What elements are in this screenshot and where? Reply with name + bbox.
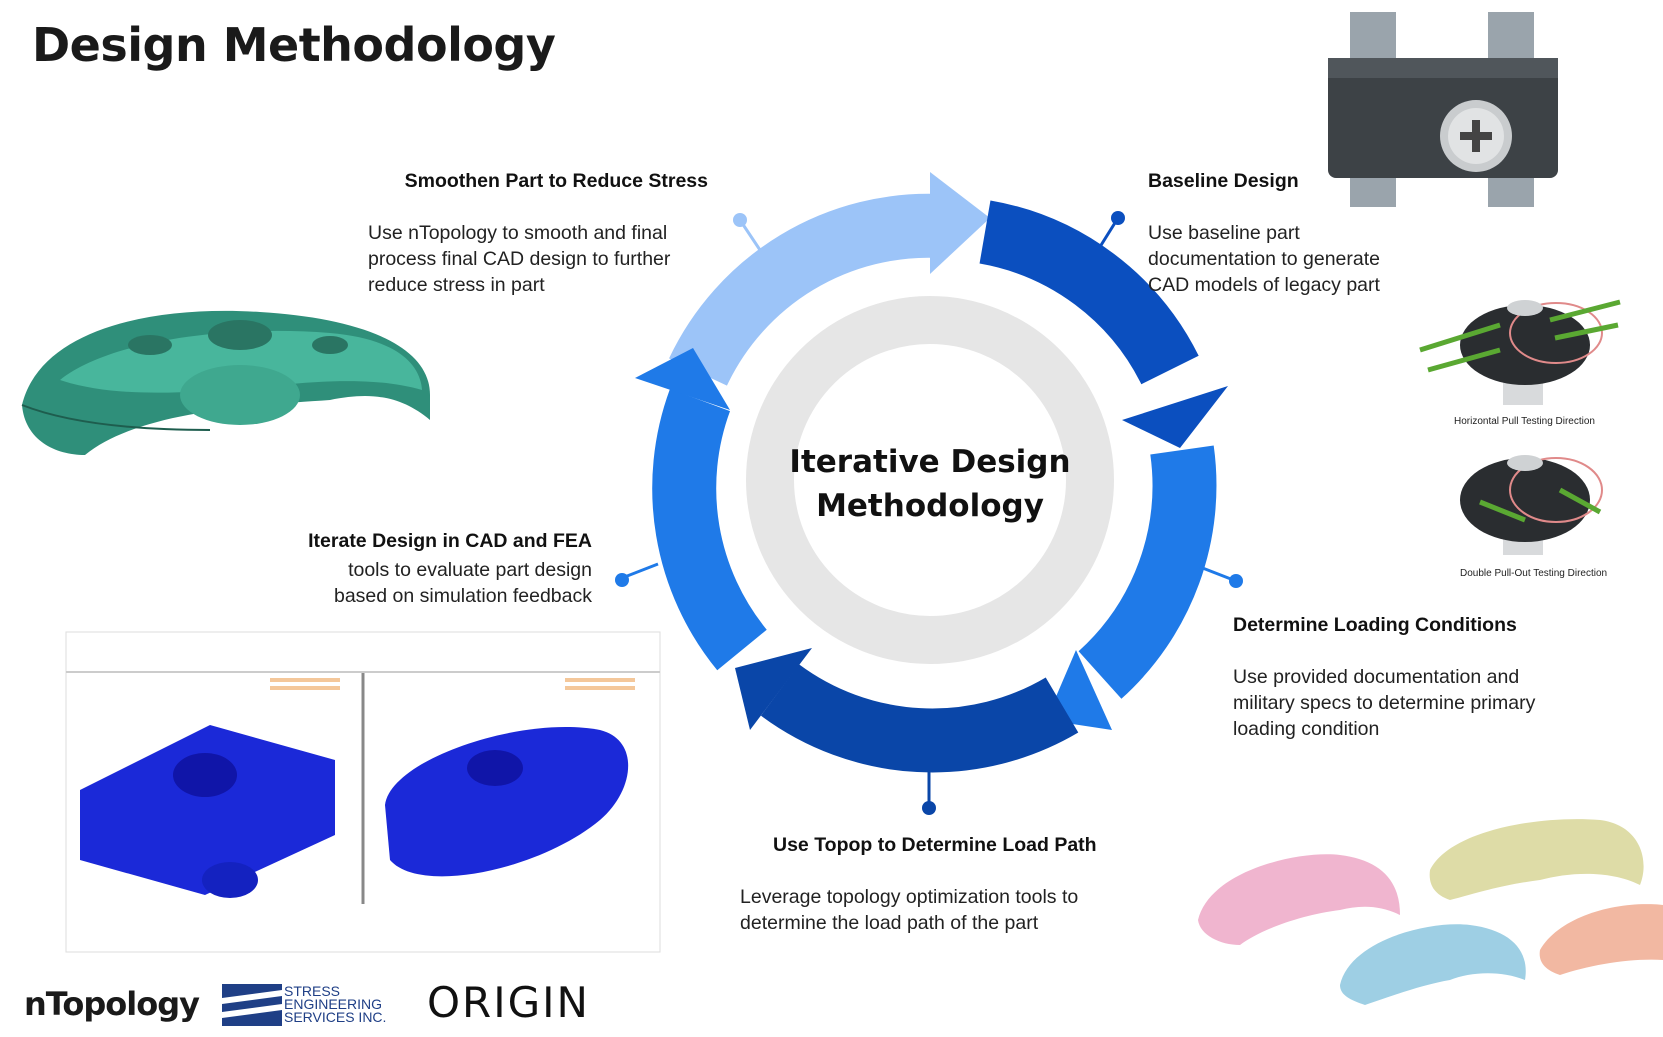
arc-dark-top [978, 200, 1199, 385]
topology-results-illustration [1198, 819, 1663, 1005]
inner-ring [746, 296, 1114, 664]
logo-line: ENGINEERING [284, 996, 383, 1012]
desc-line: military specs to determine primary [1233, 692, 1536, 714]
caption-horizontal: Horizontal Pull Testing Direction [1454, 416, 1595, 427]
connector-dot [615, 573, 629, 587]
smoothed-part-illustration [21, 310, 430, 455]
origin-logo: ORIGIN [427, 978, 590, 1027]
arrowhead-navy-bottom [735, 648, 812, 730]
logo-line: STRESS [284, 983, 341, 999]
center-label: Iterative Design Methodology [760, 440, 1100, 528]
step-topop-desc: Leverage topology optimization tools to … [740, 884, 1160, 936]
baseline-bracket-illustration [1328, 12, 1558, 207]
desc-line: based on simulation feedback [333, 585, 592, 607]
step-topop-title: Use Topop to Determine Load Path [773, 834, 1097, 856]
arc-light [669, 193, 942, 387]
caption-double: Double Pull-Out Testing Direction [1460, 568, 1608, 579]
horizontal-pull-illustration [1419, 299, 1621, 405]
center-label-line2: Methodology [816, 488, 1044, 524]
double-pull-illustration [1460, 455, 1603, 555]
connector-dot [1229, 574, 1243, 588]
page-title: Design Methodology [32, 18, 556, 72]
desc-line: documentation to generate [1148, 248, 1381, 270]
desc-line: reduce stress in part [368, 274, 545, 296]
stress-engineering-logo-mark [222, 984, 282, 1026]
stress-engineering-logo: STRESS ENGINEERING SERVICES INC. [284, 983, 387, 1025]
connector-dot [733, 213, 747, 227]
arc-mid-left [652, 388, 768, 671]
step-loading-title: Determine Loading Conditions [1233, 614, 1517, 636]
logo-line: SERVICES INC. [284, 1009, 387, 1025]
step-smoothen-desc: Use nTopology to smooth and final proces… [368, 220, 708, 298]
desc-line: Use nTopology to smooth and final [368, 222, 668, 244]
arrowhead-mid-left [635, 348, 730, 410]
arrowhead-light [930, 172, 990, 274]
desc-line: Use baseline part [1148, 222, 1300, 244]
step-iterate-desc: tools to evaluate part design based on s… [250, 557, 592, 609]
desc-line: Leverage topology optimization tools to [740, 886, 1079, 908]
arrowhead-dark-top [1122, 386, 1228, 448]
ntopology-logo: nTopology [24, 985, 200, 1023]
arc-navy-bottom [760, 664, 1079, 773]
arc-mid-right [1078, 445, 1217, 699]
desc-line: tools to evaluate part design [348, 559, 592, 581]
desc-line: process final CAD design to further [368, 248, 671, 270]
center-label-line1: Iterative Design [789, 444, 1071, 480]
connector-dot [922, 801, 936, 815]
desc-line: determine the load path of the part [740, 912, 1039, 934]
step-baseline-title: Baseline Design [1148, 170, 1299, 192]
step-smoothen-title: Smoothen Part to Reduce Stress [404, 170, 708, 192]
step-baseline-desc: Use baseline part documentation to gener… [1148, 220, 1408, 298]
desc-line: CAD models of legacy part [1148, 274, 1380, 296]
step-iterate-title: Iterate Design in CAD and FEA [308, 530, 592, 552]
step-loading-desc: Use provided documentation and military … [1233, 664, 1613, 742]
fea-results-illustration [65, 631, 661, 953]
desc-line: loading condition [1233, 718, 1380, 740]
desc-line: Use provided documentation and [1233, 666, 1520, 688]
connector-dot [1111, 211, 1125, 225]
step-iterate: Iterate Design in CAD and FEA tools to e… [250, 530, 592, 609]
step-smoothen: Smoothen Part to Reduce Stress [368, 170, 708, 193]
